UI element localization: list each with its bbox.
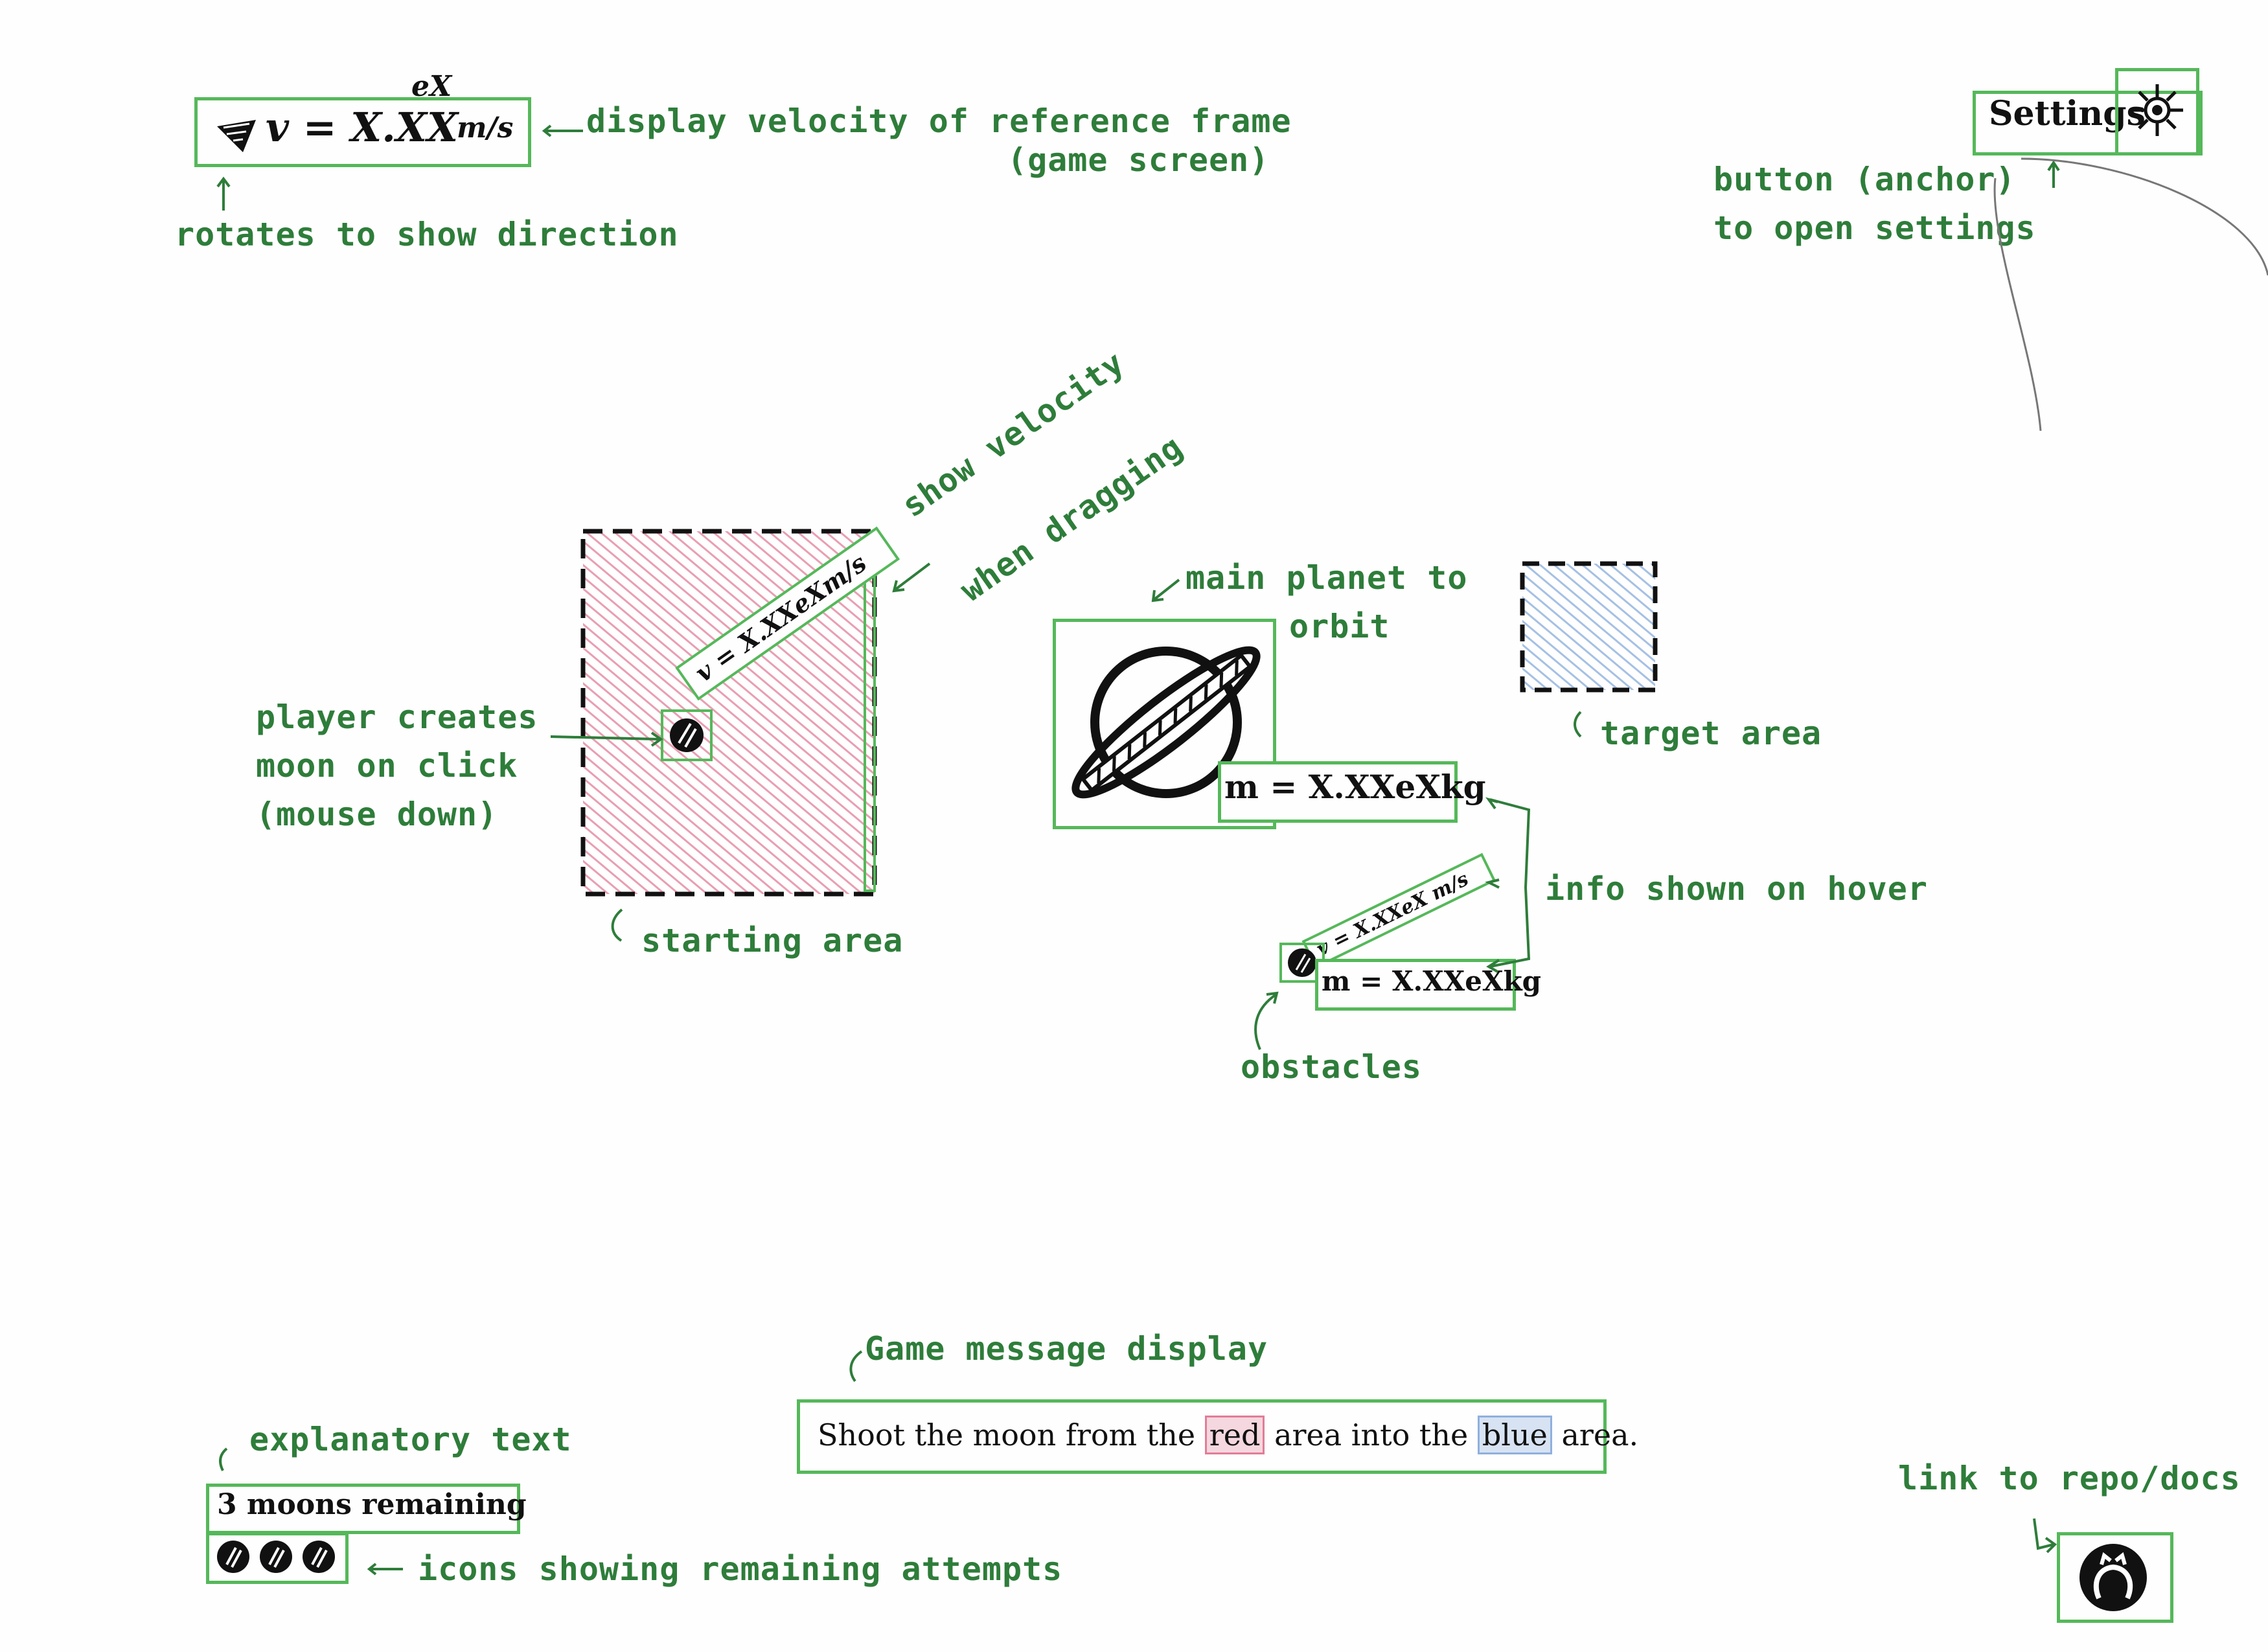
- moon-attempt-icon: [217, 1541, 249, 1573]
- starting-area[interactable]: [580, 528, 878, 897]
- gear-icon[interactable]: [2125, 78, 2190, 143]
- target-area[interactable]: [1519, 560, 1658, 693]
- planet-mass-box: [1218, 761, 1458, 823]
- moons-text-box: [206, 1484, 520, 1534]
- repo-link[interactable]: [2057, 1532, 2173, 1623]
- message-box: [797, 1399, 1607, 1474]
- direction-annotation: rotates to show direction: [175, 216, 679, 253]
- settings-icon-box[interactable]: [2115, 68, 2199, 155]
- click-note-2: moon on click: [256, 747, 518, 785]
- obstacle-label: obstacles: [1241, 1048, 1422, 1086]
- hover-bracket: [1485, 797, 1531, 973]
- planet-mass: m = X.XXeXkg: [1224, 768, 1486, 806]
- message-suffix: area.: [1561, 1417, 1639, 1452]
- message-middle: area into the: [1274, 1417, 1469, 1452]
- target-area-label: target area: [1600, 715, 1822, 752]
- velocity-display: [194, 97, 531, 167]
- velocity-annotation: display velocity of reference frame: [586, 102, 1292, 140]
- obstacle-velocity: v = X.XXeX m/s: [1312, 867, 1472, 961]
- click-note-1: player creates: [256, 698, 538, 736]
- planet-box[interactable]: [1053, 619, 1276, 829]
- moons-icons-box: [206, 1532, 349, 1584]
- moon-icon[interactable]: [661, 709, 713, 761]
- starting-area-label: starting area: [641, 922, 904, 959]
- settings-annotation-1: button (anchor): [1713, 161, 2016, 198]
- direction-arrow-icon: [217, 120, 256, 152]
- hover-annotation: info shown on hover: [1545, 870, 1928, 908]
- message-text: Shoot the moon from the red area into th…: [818, 1416, 1639, 1454]
- settings-button[interactable]: [1973, 91, 2203, 155]
- planet-icon[interactable]: [1056, 619, 1289, 826]
- message-blue-word: blue: [1477, 1416, 1552, 1454]
- velocity-unit: m/s: [457, 111, 514, 144]
- message-prefix: Shoot the moon from the: [818, 1417, 1196, 1452]
- moon-attempt-icon: [260, 1541, 292, 1573]
- icons-annotation: icons showing remaining attempts: [418, 1550, 1063, 1588]
- velocity-annotation-subtitle: (game screen): [1007, 141, 1270, 179]
- obstacle-velocity-bar: v = X.XXeX m/s: [1301, 853, 1496, 969]
- obstacle-mass-box: [1315, 959, 1516, 1011]
- velocity-value: v = X.XX: [266, 104, 459, 151]
- settings-annotation-2: to open settings: [1713, 209, 2036, 247]
- page-curl: [1993, 157, 2268, 431]
- message-title: Game message display: [865, 1330, 1268, 1368]
- planet-note-2: orbit: [1289, 608, 1390, 645]
- planet-note-1: main planet to: [1186, 559, 1468, 597]
- github-icon[interactable]: [2073, 1539, 2154, 1616]
- settings-label: Settings: [1989, 94, 2146, 133]
- moon-icons: [215, 1539, 337, 1575]
- repo-annotation: link to repo/docs: [1898, 1460, 2241, 1497]
- explanatory-annotation: explanatory text: [249, 1421, 572, 1458]
- click-note-3: (mouse down): [256, 796, 498, 833]
- moon-attempt-icon: [303, 1541, 335, 1573]
- obstacle-mass: m = X.XXeXkg: [1322, 965, 1542, 997]
- velocity-exponent: eX: [411, 70, 452, 103]
- moons-text: 3 moons remaining: [217, 1488, 527, 1521]
- message-red-word: red: [1204, 1416, 1265, 1454]
